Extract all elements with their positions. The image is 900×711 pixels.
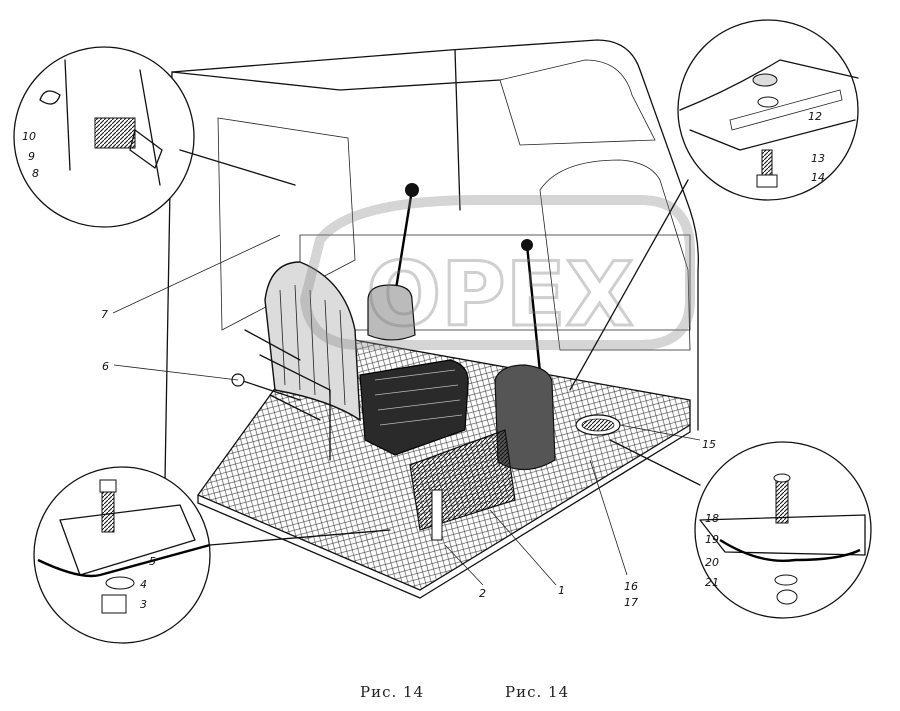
callout-4: 4: [140, 578, 147, 591]
callout-17: 17: [624, 596, 638, 609]
callout-3: 3: [140, 598, 147, 611]
callout-1: 1: [558, 584, 565, 597]
callout-5: 5: [149, 555, 156, 568]
driver-seat: [231, 261, 469, 461]
callout-16: 16: [624, 580, 638, 593]
detail-circle-bottom-left: [33, 466, 391, 644]
figure-caption-right: Рис. 14: [505, 683, 570, 701]
callout-10: 10: [22, 130, 36, 143]
callout-6: 6: [102, 360, 109, 373]
callout-19: 19: [705, 533, 719, 546]
detail-circle-top-right: [569, 19, 859, 391]
callout-20: 20: [705, 556, 719, 569]
leader-lines: [112, 234, 701, 586]
callout-18: 18: [705, 512, 719, 525]
callout-13: 13: [811, 152, 825, 165]
callout-8: 8: [32, 167, 39, 180]
detail-circle-bottom-right: [609, 439, 872, 619]
callout-9: 9: [28, 150, 35, 163]
control-levers: [367, 183, 556, 471]
heater-unit: [409, 429, 516, 541]
svg-text:OPEX: OPEX: [366, 243, 633, 346]
callout-2: 2: [479, 587, 486, 600]
callout-15: 15: [702, 438, 716, 451]
detail-circle-top-left: [13, 46, 296, 228]
callout-7: 7: [101, 308, 108, 321]
figure-caption-left: Рис. 14: [360, 683, 425, 701]
callout-14: 14: [811, 171, 825, 184]
watermark: OPEX: [299, 195, 695, 350]
callout-21: 21: [705, 576, 719, 589]
callout-12: 12: [808, 110, 822, 123]
callout-labels: 1 2 3 4 5 6 7 8 9 10 12 13 14 15 16 17 1…: [22, 110, 825, 611]
